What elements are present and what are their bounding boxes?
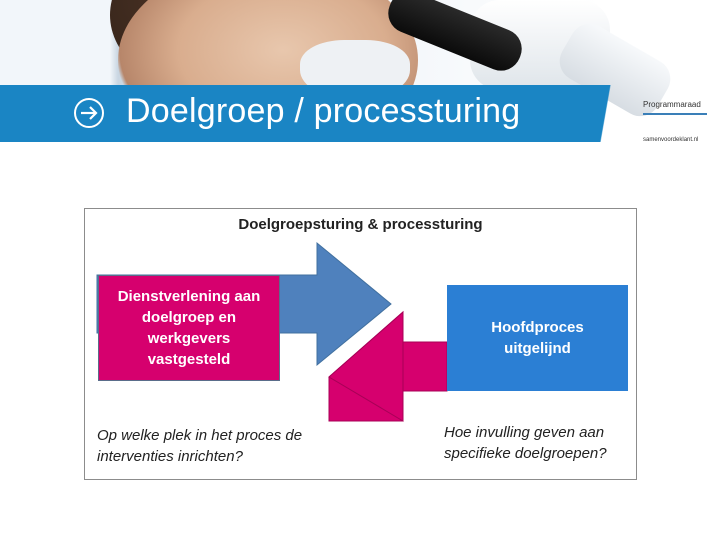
arrow-right-circle-icon[interactable]: [73, 97, 105, 129]
title-band: [0, 85, 590, 142]
page-title: Doelgroep / processturing: [126, 92, 521, 130]
right-question: Hoe invulling geven aan specifieke doelg…: [444, 424, 607, 462]
title-band-edge: [590, 85, 630, 142]
service-box-label: Dienstverlening aan doelgroep en werkgev…: [117, 288, 261, 368]
brand-url: samenvoordeklant.nl: [643, 137, 699, 143]
diagram-title: Doelgroepsturing & processturing: [238, 216, 483, 233]
brand-underline: [643, 113, 707, 115]
left-arrow-head: [328, 310, 404, 422]
left-question: Op welke plek in het proces de intervent…: [97, 427, 303, 465]
diagram-frame: Doelgroepsturing & processturing Dienstv…: [84, 208, 637, 480]
process-box-label: Hoofdproces uitgelijnd: [491, 319, 584, 357]
service-box: Dienstverlening aan doelgroep en werkgev…: [98, 275, 280, 381]
process-box: Hoofdproces uitgelijnd: [447, 285, 628, 391]
brand-name: Programmaraad: [643, 100, 701, 109]
